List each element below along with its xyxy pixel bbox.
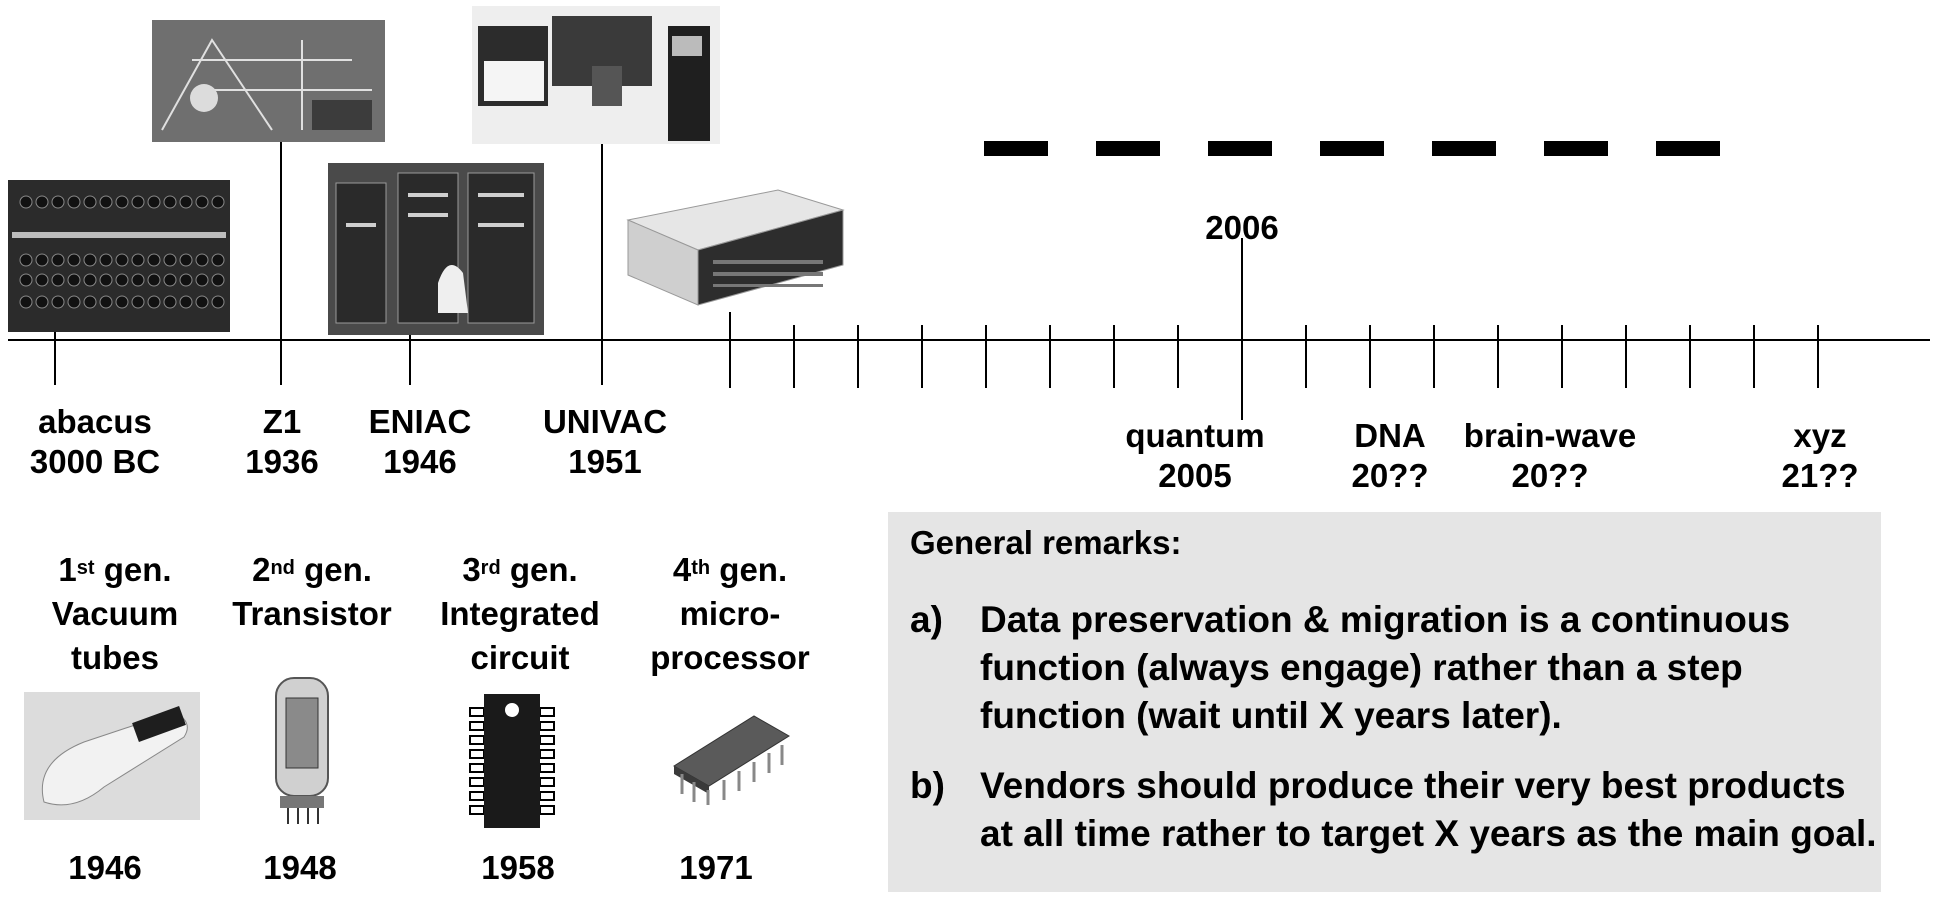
dash: [1544, 141, 1608, 156]
dash: [1432, 141, 1496, 156]
remark-text: Vendors should produce their very best p…: [980, 765, 1877, 854]
generation-line3: circuit: [470, 639, 570, 676]
ic-chip-icon: [469, 694, 555, 828]
milestone-name: UNIVAC: [542, 403, 668, 440]
remarks-heading: General remarks:: [910, 524, 1182, 561]
milestone-year: 1936: [245, 443, 319, 480]
timeline-ticks: [729, 290, 1819, 420]
future-name: brain-wave: [1463, 417, 1637, 454]
future-name: xyz: [1793, 417, 1847, 454]
future-dashes: [984, 141, 1720, 156]
remark-text: Data preservation & migration is a conti…: [980, 599, 1791, 736]
milestone-name: abacus: [38, 403, 152, 440]
future-brain-wave: brain-wave 20??: [1440, 416, 1660, 496]
milestone-eniac: ENIAC 1946: [360, 402, 480, 482]
milestone-year: 1951: [568, 443, 642, 480]
generation-line3: processor: [650, 639, 810, 676]
generation-line2: Vacuum: [51, 595, 179, 632]
future-dna: DNA 20??: [1330, 416, 1450, 496]
microprocessor-photo: [673, 715, 790, 805]
generation-3: 3rd gen. Integrated circuit: [425, 548, 615, 680]
eniac-photo: [328, 163, 544, 335]
vacuum-tube-photo: [24, 692, 200, 820]
milestone-z1: Z1 1936: [232, 402, 332, 482]
milestone-univac: UNIVAC 1951: [525, 402, 685, 482]
generation-4: 4th gen. micro- processor: [630, 548, 830, 680]
dash: [984, 141, 1048, 156]
milestone-name: ENIAC: [368, 403, 472, 440]
remark-item-a: a) Data preservation & migration is a co…: [910, 596, 1880, 746]
milestone-abacus: abacus 3000 BC: [0, 402, 190, 482]
future-year: 2005: [1158, 457, 1232, 494]
future-year: 20??: [1351, 457, 1429, 494]
generation-1: 1st gen. Vacuum tubes: [20, 548, 210, 680]
generation-title: 3rd gen.: [462, 551, 578, 588]
remark-marker: b): [910, 765, 945, 806]
remark-marker: a): [910, 599, 943, 640]
milestone-name: Z1: [262, 403, 302, 440]
univac-photo: [472, 6, 720, 144]
generation-title: 2nd gen.: [252, 551, 372, 588]
generation-year-2: 1948: [263, 849, 337, 886]
remark-item-b: b) Vendors should produce their very bes…: [910, 762, 1880, 912]
generation-year-1: 1946: [68, 849, 142, 886]
milestone-year: 3000 BC: [29, 443, 161, 480]
future-name: DNA: [1354, 417, 1426, 454]
future-name: quantum: [1125, 417, 1265, 454]
generation-year-4: 1971: [679, 849, 753, 886]
future-year: 21??: [1781, 457, 1859, 494]
generation-line2: Integrated: [440, 595, 600, 632]
abacus-photo: [8, 180, 230, 332]
dash: [1320, 141, 1384, 156]
general-remarks-box: General remarks: a) Data preservation & …: [888, 512, 1881, 892]
generation-title: 1st gen.: [58, 551, 172, 588]
generation-2: 2nd gen. Transistor: [212, 548, 412, 636]
milestone-year: 1946: [383, 443, 457, 480]
transistor-tube-photo: [275, 677, 329, 824]
microcomputer-photo: [618, 180, 848, 312]
future-xyz: xyz 21??: [1760, 416, 1880, 496]
future-quantum: quantum 2005: [1105, 416, 1285, 496]
current-year-label: 2006: [1205, 209, 1279, 246]
dash: [1656, 141, 1720, 156]
z1-photo: [152, 20, 385, 142]
generation-year-3: 1958: [481, 849, 555, 886]
generation-line2: micro-: [679, 595, 781, 632]
dash: [1208, 141, 1272, 156]
future-year: 20??: [1511, 457, 1589, 494]
generation-title: 4th gen.: [672, 551, 788, 588]
dash: [1096, 141, 1160, 156]
generation-line2: Transistor: [232, 595, 392, 632]
generation-line3: tubes: [70, 639, 159, 676]
